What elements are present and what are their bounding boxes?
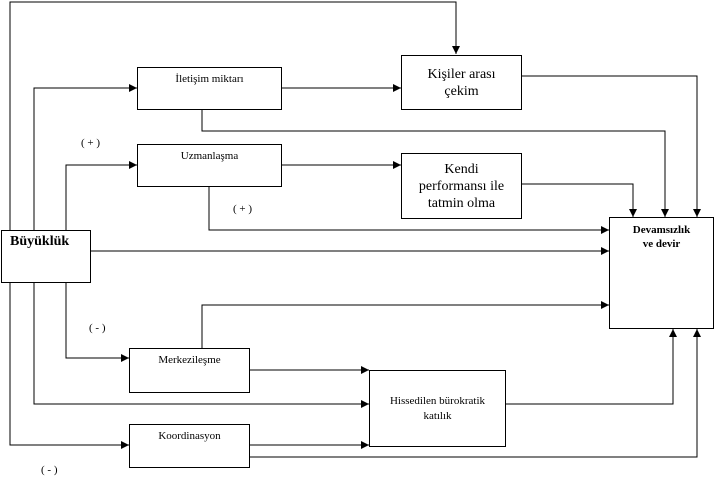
arrow-buyukluk-to-iletisim — [33, 84, 137, 230]
node-iletisim-label: İletişim miktarı — [175, 73, 244, 85]
node-hiss-line1: Hissedilen bürokratik — [389, 394, 485, 407]
arrow-merkez-to-devam — [201, 301, 609, 348]
sign-koord-in: ( - ) — [41, 464, 58, 476]
node-uzmanlasma-label: Uzmanlaşma — [180, 150, 239, 162]
node-buyukluk: Büyüklük — [1, 230, 91, 283]
arrow-iletisim-to-devam — [201, 109, 669, 217]
arrow-kisiler-to-devam — [521, 75, 701, 217]
node-kendi-line1: Kendi — [444, 161, 479, 177]
arrow-buyukluk-to-koord — [9, 282, 129, 449]
node-buyukluk-label: Büyüklük — [10, 234, 70, 249]
node-kisiler: Kişiler arası çekim — [401, 55, 522, 110]
node-merkez: Merkezileşme — [129, 348, 250, 393]
sign-uzmanlasma-out: ( + ) — [233, 203, 253, 215]
node-kisiler-line2: çekim — [444, 83, 479, 99]
node-devam-line1: Devamsızlık — [632, 224, 691, 236]
arrow-uzmanlasma-to-devam — [208, 186, 609, 234]
sign-merkez-in: ( - ) — [89, 322, 106, 334]
sign-uzmanlasma-in: ( + ) — [81, 137, 101, 149]
node-koord: Koordinasyon — [129, 424, 250, 468]
arrow-buyukluk-to-uzmanlasma — [65, 161, 137, 230]
arrow-kendi-to-devam — [521, 183, 637, 217]
arrow-koord-to-devam — [249, 329, 701, 458]
node-uzmanlasma: Uzmanlaşma — [137, 144, 282, 187]
node-kendi-line3: tatmin olma — [427, 195, 496, 211]
node-devam: Devamsızlık ve devir — [609, 217, 714, 329]
node-devam-line2: ve devir — [642, 238, 681, 250]
node-hiss: Hissedilen bürokratik katılık — [369, 370, 506, 447]
arrow-buyukluk-to-merkez — [65, 282, 129, 362]
arrow-buyukluk-to-kisiler — [9, 1, 460, 230]
arrow-hiss-to-devam — [505, 329, 677, 405]
node-merkez-label: Merkezileşme — [158, 354, 221, 366]
node-kisiler-line1: Kişiler arası — [427, 66, 496, 82]
node-koord-label: Koordinasyon — [158, 430, 221, 442]
node-iletisim: İletişim miktarı — [137, 67, 282, 110]
node-hiss-line2: katılık — [423, 409, 452, 422]
node-kendi-line2: performansı ile — [418, 178, 505, 194]
arrow-buyukluk-to-hiss — [33, 282, 369, 408]
node-kendi: Kendi performansı ile tatmin olma — [401, 153, 522, 219]
